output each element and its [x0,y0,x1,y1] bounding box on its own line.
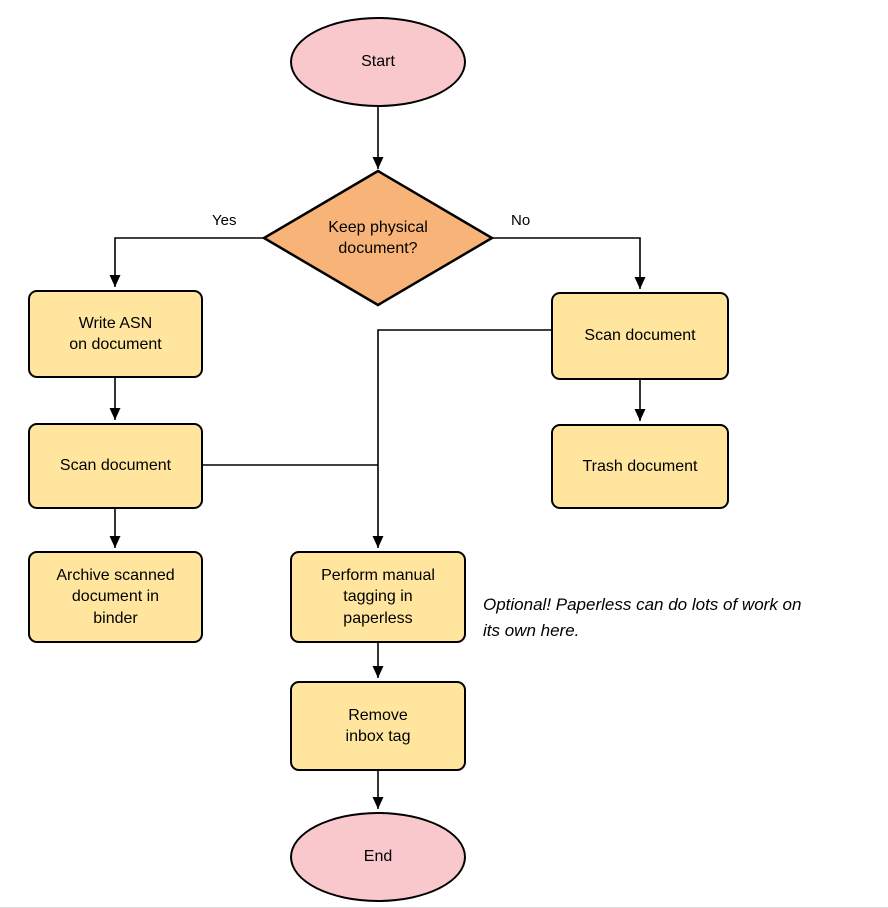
edge-label-no: No [511,212,531,229]
edge-decision-scan-right [490,237,646,289]
annotation-optional: Optional! Paperless can do lots of work … [483,595,802,640]
node-remove-inbox-tag: Remove inbox tag [290,681,466,771]
edge-scan-right-tagging [372,329,551,548]
node-end: End [290,812,466,902]
edge-decision-write-asn [109,237,266,287]
node-scan-document-right: Scan document [551,292,729,380]
decision-diamond-shape [261,169,495,307]
node-write-asn: Write ASN on document [28,290,203,378]
node-manual-tagging: Perform manual tagging in paperless [290,551,466,643]
edge-label-yes: Yes [212,212,237,229]
node-start: Start [290,17,466,107]
node-archive-scanned: Archive scanned document in binder [28,551,203,643]
node-trash-document: Trash document [551,424,729,509]
node-scan-document-left: Scan document [28,423,203,509]
node-decision-keep-physical: Keep physical document? [328,218,428,257]
